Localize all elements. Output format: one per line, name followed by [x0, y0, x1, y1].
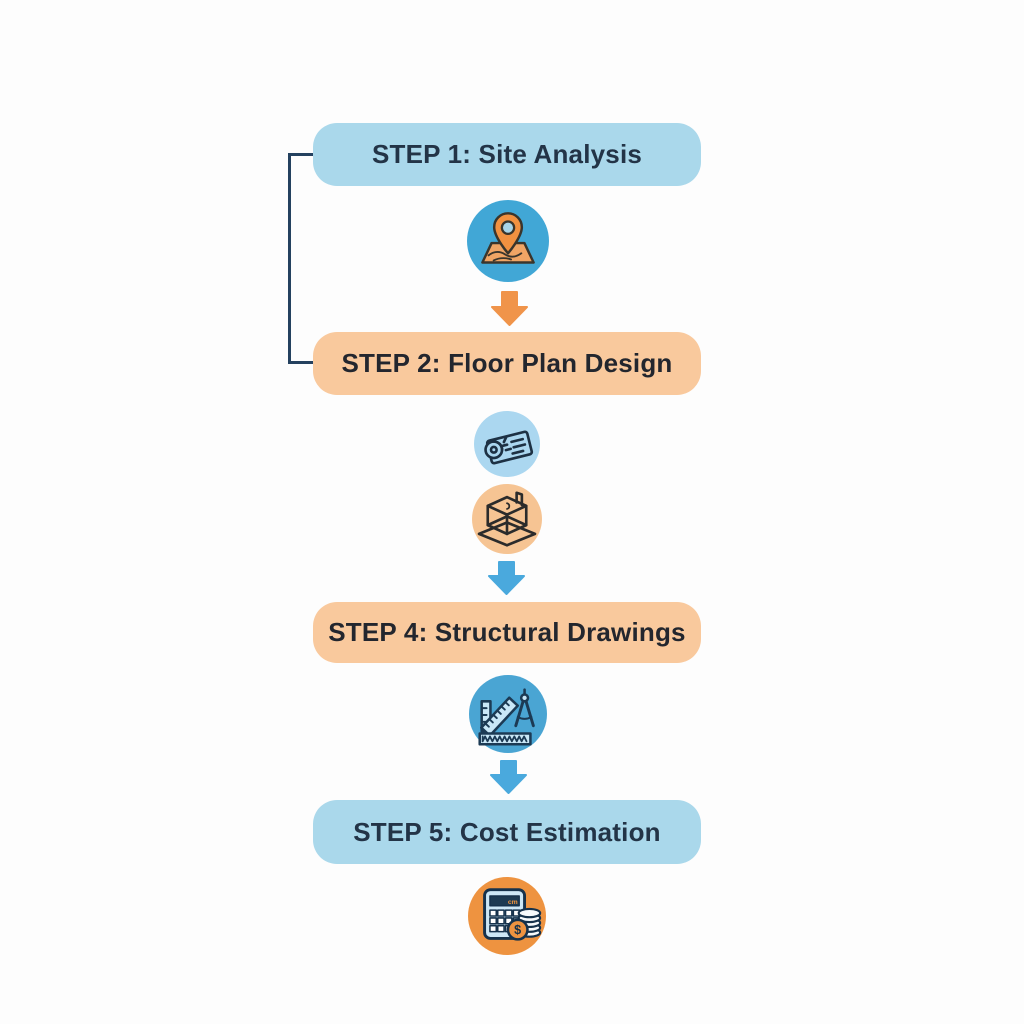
step-1-label: STEP 1: Site Analysis: [371, 139, 643, 169]
calculator-display-text: cm: [508, 899, 518, 906]
down-arrow-icon-blue-1: [488, 561, 525, 595]
step-4-label: STEP 4: Structural Drawings: [328, 617, 686, 647]
cost-estimation-icon-badge: cm: [468, 877, 546, 955]
step-5-label: STEP 5: Cost Estimation: [353, 816, 661, 847]
site-analysis-icon-badge: [467, 200, 549, 282]
ruler-compass-icon: [478, 688, 535, 746]
structural-drawings-icon-badge: [469, 675, 547, 753]
down-arrow-icon-blue-2: [490, 760, 527, 794]
calculator-coins-icon: cm: [483, 888, 542, 941]
down-arrow-icon-orange: [491, 291, 528, 326]
floor-plan-icon-badge: [474, 411, 540, 477]
blueprint-scroll-icon: [484, 430, 534, 465]
step-box-structural-drawings: STEP 4: Structural Drawings: [313, 602, 701, 663]
step-box-cost-estimation: STEP 5: Cost Estimation: [313, 800, 701, 864]
house-3d-wireframe-icon: [477, 491, 537, 547]
step1-to-step2-connector-line: [288, 153, 313, 364]
step-box-floor-plan-design: STEP 2: Floor Plan Design: [313, 332, 701, 395]
step-2-label: STEP 2: Floor Plan Design: [341, 348, 673, 378]
map-pin-icon: [481, 212, 535, 264]
step-box-site-analysis: STEP 1: Site Analysis: [313, 123, 701, 186]
house-3d-model-icon-badge: [472, 484, 542, 554]
dollar-coin-symbol: $: [514, 923, 521, 937]
